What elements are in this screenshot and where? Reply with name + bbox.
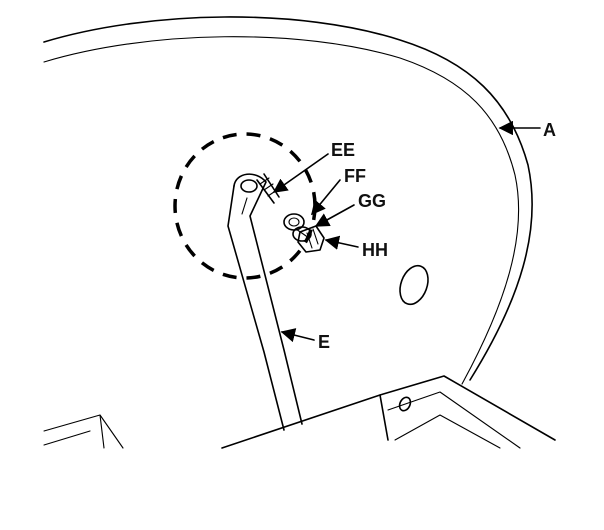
rim-part-a	[43, 16, 533, 385]
base-frame	[221, 375, 556, 449]
label-ff: FF	[344, 166, 366, 186]
leader-arrow-ee	[272, 153, 329, 193]
leader-arrow-ff	[311, 179, 341, 216]
label-e: E	[318, 332, 330, 352]
label-gg: GG	[358, 191, 386, 211]
leader-arrows	[272, 120, 541, 343]
label-hh: HH	[362, 240, 388, 260]
mounting-hole	[399, 264, 429, 306]
label-a: A	[543, 120, 556, 140]
leader-arrow-hh	[324, 235, 359, 250]
support-bracket-e	[227, 173, 303, 431]
label-ee: EE	[331, 140, 355, 160]
leader-arrow-e	[280, 328, 315, 343]
left-frame-fragment	[43, 414, 124, 449]
bolt-ee	[256, 173, 280, 204]
leader-arrow-gg	[314, 204, 355, 227]
